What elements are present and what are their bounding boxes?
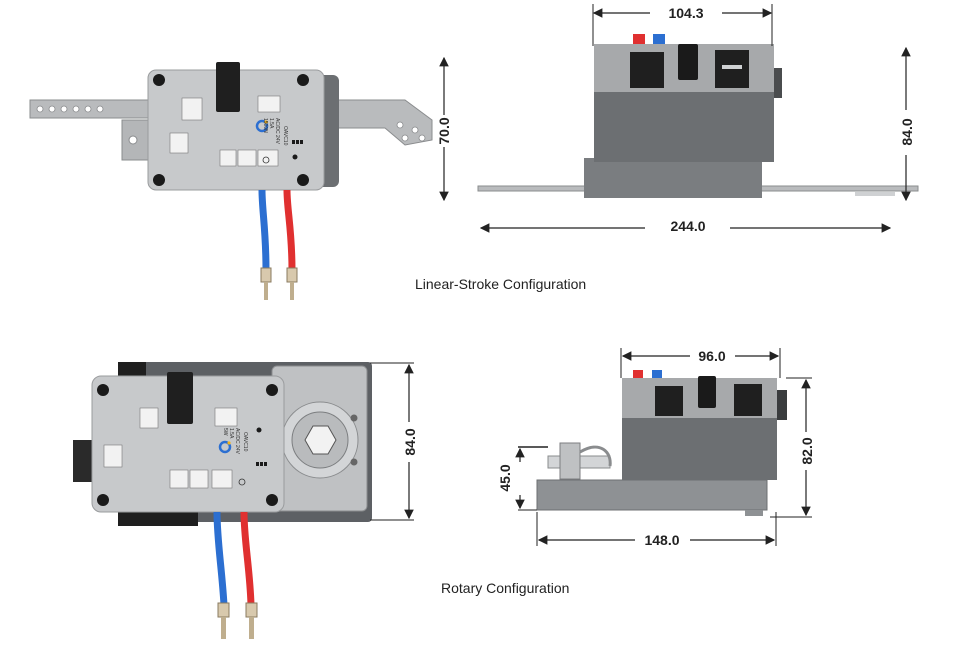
red-wire — [283, 189, 296, 271]
dimension-rotary-side-length: 148.0 — [536, 512, 777, 548]
dimension-linear-side-length: 244.0 — [479, 218, 892, 234]
force-label: 1500N — [262, 118, 268, 133]
brand-logo-icon — [255, 119, 269, 133]
linear-front-height-label: 70.0 — [436, 117, 452, 144]
rotary-caption: Rotary Configuration — [441, 580, 570, 596]
brand-logo-icon — [218, 440, 232, 454]
rotary-side-height-label: 82.0 — [799, 437, 815, 464]
dimension-linear-side-width: 104.3 — [592, 4, 773, 46]
current-label: 1.5A — [268, 118, 274, 129]
rotary-model-label: OAVC10 — [242, 432, 248, 452]
dimension-rotary-side-width: 96.0 — [620, 348, 781, 378]
blue-wire — [213, 511, 228, 606]
rotary-power-label: 5W — [222, 428, 228, 436]
rotary-side-view — [518, 370, 787, 516]
rotary-side-width-label: 96.0 — [698, 348, 725, 364]
linear-front-view: OAVC10 AC/DC 24V 1.5A 1500N — [29, 62, 433, 300]
linear-side-width-label: 104.3 — [668, 5, 703, 21]
model-label: OAVC10 — [282, 126, 288, 146]
blue-wire — [258, 189, 270, 271]
rotary-side-length-label: 148.0 — [644, 532, 679, 548]
rotary-side-shaft-label: 45.0 — [497, 464, 513, 491]
supply-label: AC/DC 24V — [274, 118, 280, 145]
screw-icon — [153, 74, 309, 186]
linear-side-height-label: 84.0 — [899, 118, 915, 145]
dimension-rotary-side-height: 82.0 — [770, 377, 815, 518]
linear-side-length-label: 244.0 — [670, 218, 705, 234]
linear-side-view — [477, 34, 919, 198]
dimension-rotary-side-shaft: 45.0 — [497, 447, 537, 511]
rotary-supply-label: AC/DC 24V — [234, 428, 240, 455]
dimension-rotary-front-height: 84.0 — [370, 362, 418, 521]
rotary-front-height-label: 84.0 — [402, 428, 418, 455]
rotary-front-view: OAVC10 AC/DC 24V 1.5A 5W — [73, 362, 372, 639]
dimension-linear-front-height: 70.0 — [436, 56, 452, 202]
rotary-current-label: 1.5A — [228, 428, 234, 439]
red-wire — [240, 511, 255, 606]
screw-icon — [97, 384, 278, 506]
linear-caption: Linear-Stroke Configuration — [415, 276, 587, 292]
dimension-linear-side-height: 84.0 — [899, 46, 915, 202]
